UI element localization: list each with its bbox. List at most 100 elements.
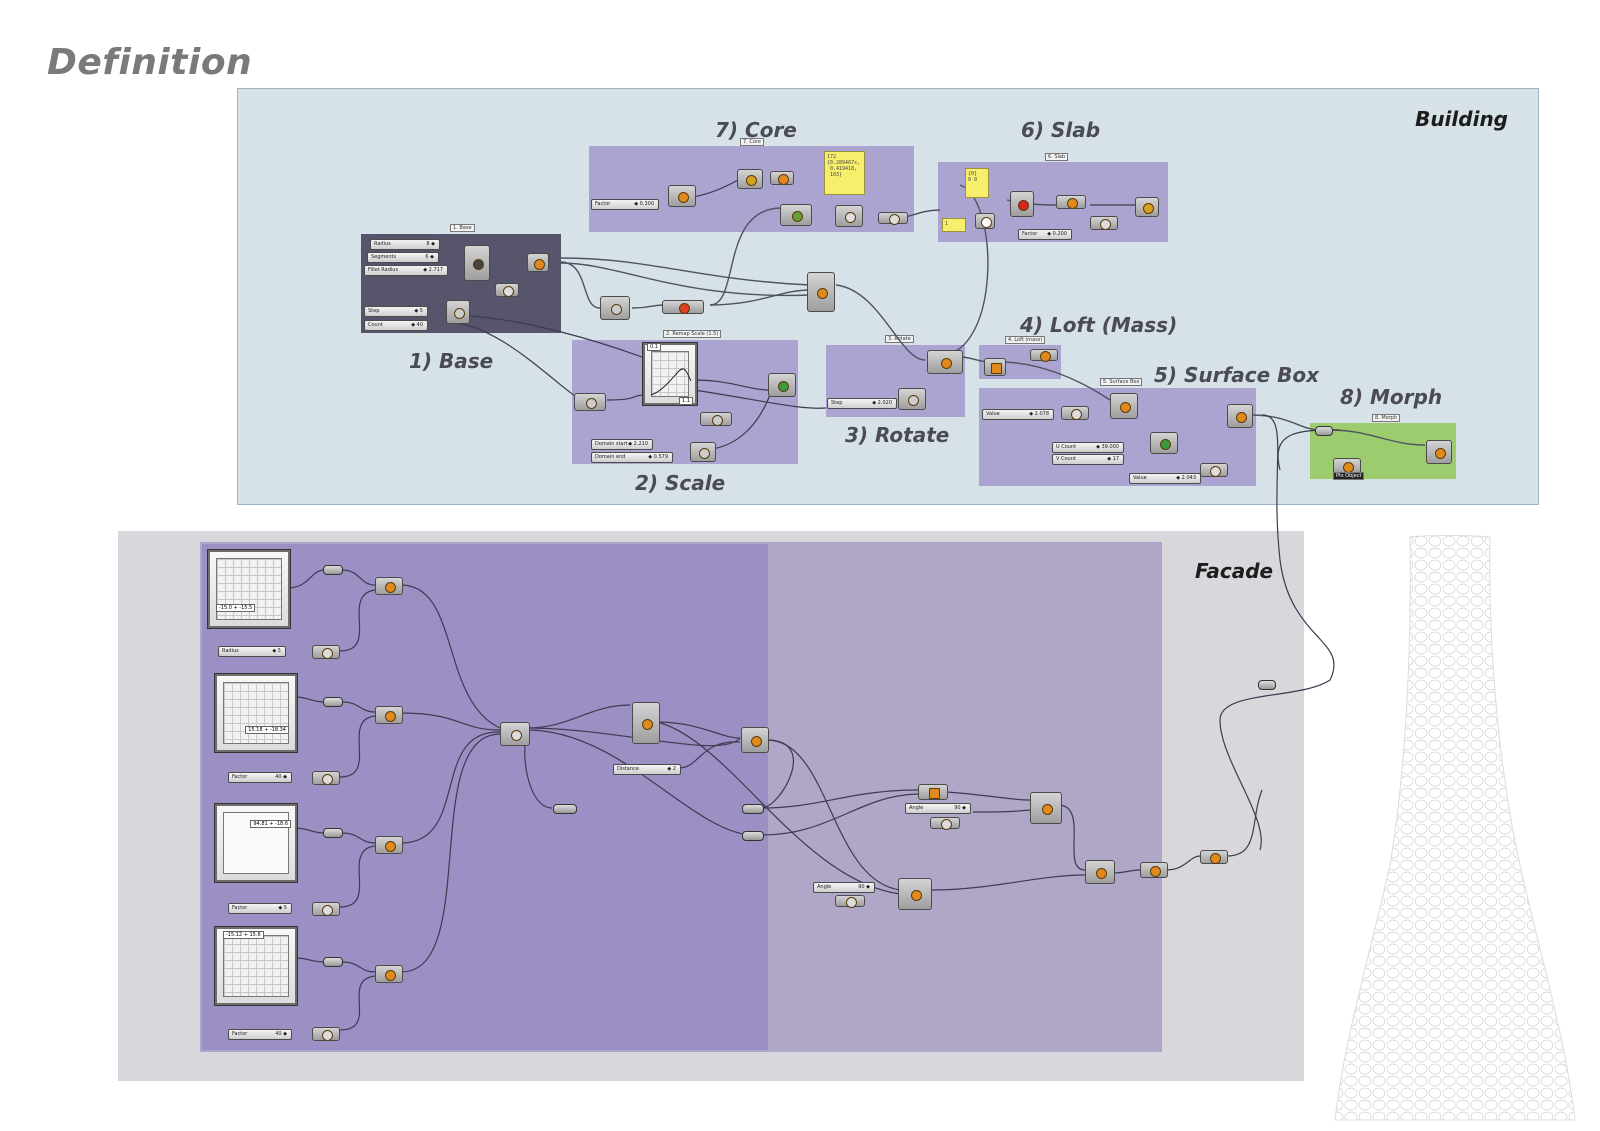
surface-divide-component[interactable] [1110, 393, 1138, 419]
extrude-component[interactable] [527, 253, 549, 272]
facade-relay-7[interactable] [742, 831, 764, 841]
surface-value-slider[interactable]: Value◆ 2.078 [982, 409, 1054, 420]
graph-mapper-split-component[interactable] [600, 296, 630, 320]
contour-icon [1067, 198, 1078, 209]
facade-offset-component[interactable] [741, 727, 769, 753]
move-component[interactable] [807, 272, 835, 312]
loft-component[interactable] [984, 358, 1006, 376]
surface-value2-slider[interactable]: Value◆ 2.043 [1129, 473, 1201, 484]
expression-component[interactable] [495, 283, 519, 297]
facade-rotate2-component[interactable] [898, 878, 932, 910]
slab-note-panel[interactable]: {0} 0 0 [965, 168, 989, 198]
group-morph-tag: 8. Morph [1372, 414, 1401, 422]
facade-rotate-component[interactable] [1030, 792, 1062, 824]
facade-factor2-slider[interactable]: Factor◆ 5 [228, 903, 292, 914]
scale-component[interactable] [768, 373, 796, 397]
facade-pull-2[interactable] [375, 706, 403, 724]
facade-function-1[interactable] [312, 645, 340, 659]
facade-radius-slider[interactable]: Radius◆ 5 [218, 646, 286, 657]
pull-icon [385, 841, 396, 852]
facade-output-component[interactable] [1200, 850, 1228, 864]
group-core-tag: 7. Core [740, 138, 764, 146]
facade-merge-component[interactable] [500, 722, 530, 746]
slab-surface-component[interactable] [1135, 197, 1159, 217]
core-triangle-component[interactable] [835, 205, 863, 227]
polygon-icon [473, 259, 484, 270]
slab-contour-component[interactable] [1056, 195, 1086, 209]
core-factor-slider[interactable]: Factor◆ 0.300 [591, 199, 659, 210]
slab-split-component[interactable] [1010, 191, 1034, 217]
facade-relay-4[interactable] [323, 957, 343, 967]
step-slider[interactable]: Step◆ 5 [364, 306, 428, 317]
facade-pull-3[interactable] [375, 836, 403, 854]
u-count-slider[interactable]: U Count◆ 39.000 [1052, 442, 1124, 453]
facade-relay-8[interactable] [1258, 680, 1276, 690]
rotate-component[interactable] [927, 350, 963, 374]
core-scale-component[interactable] [668, 185, 696, 207]
facade-distance-slider[interactable]: Distance◆ 2 [613, 764, 681, 775]
facade-relay-3[interactable] [323, 828, 343, 838]
group-core-label: 7) Core [715, 118, 797, 142]
rotate-series-component[interactable] [898, 388, 926, 410]
facade-relay-6[interactable] [742, 804, 764, 814]
series-component[interactable] [446, 300, 470, 324]
facade-function-3[interactable] [312, 902, 340, 916]
facade-join-component[interactable] [1085, 860, 1115, 884]
scale-slider-series-component[interactable] [574, 393, 606, 411]
slab-input-panel[interactable]: 1 [942, 218, 966, 232]
surface-function-component[interactable] [1061, 406, 1089, 420]
add-component[interactable] [662, 300, 704, 314]
facade-voronoi-component[interactable] [632, 702, 660, 744]
domain-end-slider[interactable]: Domain end◆ 0.579 [591, 452, 673, 463]
scale-graph-mapper[interactable]: 0.1 1.1 [643, 343, 697, 405]
rotate-step-slider[interactable]: Step◆ 2.020 [827, 398, 897, 409]
construct-domain-component[interactable] [690, 442, 716, 462]
count-slider[interactable]: Count◆ 40 [364, 320, 428, 331]
facade-relay-2[interactable] [323, 697, 343, 707]
facade-relay-1[interactable] [323, 565, 343, 575]
facade-graph-3[interactable]: 94.81 + -18.6 [215, 804, 297, 882]
facade-function-5[interactable] [930, 817, 960, 830]
slab-factor-slider[interactable]: Factor◆ 0.200 [1018, 229, 1072, 240]
core-brep-component[interactable] [737, 169, 763, 189]
morph-relay[interactable] [1315, 426, 1333, 436]
morph-component[interactable] [1426, 440, 1452, 464]
facade-graph-2[interactable]: 15.18 + -18.34 [215, 674, 297, 752]
graph-grid [651, 351, 689, 397]
graph-range-bottom: 1.1 [679, 397, 693, 405]
core-expression-component[interactable] [878, 212, 908, 225]
facade-function-2[interactable] [312, 771, 340, 785]
core-note-panel[interactable]: 172 {0.289467x, 0.419418, 103} [824, 151, 865, 195]
list-item-icon [981, 217, 992, 228]
facade-relay-5[interactable] [553, 804, 577, 814]
core-list-component[interactable] [780, 204, 812, 226]
facade-pull-1[interactable] [375, 577, 403, 595]
facade-merge2-component[interactable] [1140, 862, 1168, 878]
facade-function-6[interactable] [835, 895, 865, 908]
domain-start-slider[interactable]: Domain start◆ 2.210 [591, 439, 653, 450]
surface-multiply-component[interactable] [1200, 463, 1228, 477]
scale-bounds-component[interactable] [700, 412, 732, 426]
slab-list-item-component[interactable] [975, 213, 995, 229]
facade-function-4[interactable] [312, 1027, 340, 1041]
fillet-radius-slider[interactable]: Fillet Radius◆ 2.717 [364, 265, 448, 276]
core-cap-component[interactable] [770, 171, 794, 185]
slab-expression-component[interactable] [1090, 216, 1118, 230]
facade-pull-4[interactable] [375, 965, 403, 983]
facade-loft-component[interactable] [918, 784, 948, 800]
loft-cap-component[interactable] [1030, 349, 1058, 362]
v-count-slider[interactable]: V Count◆ 17 [1052, 454, 1124, 465]
surface-box-component[interactable] [1150, 432, 1178, 454]
loft-icon [929, 788, 940, 799]
polygon-component[interactable] [464, 245, 490, 281]
surface-box-out-component[interactable] [1227, 404, 1253, 428]
facade-graph-4[interactable]: -15.12 + 15.6 [215, 927, 297, 1005]
facade-graph-1[interactable]: -15.0 + -15.5 [208, 550, 290, 628]
morph-icon [1435, 448, 1446, 459]
